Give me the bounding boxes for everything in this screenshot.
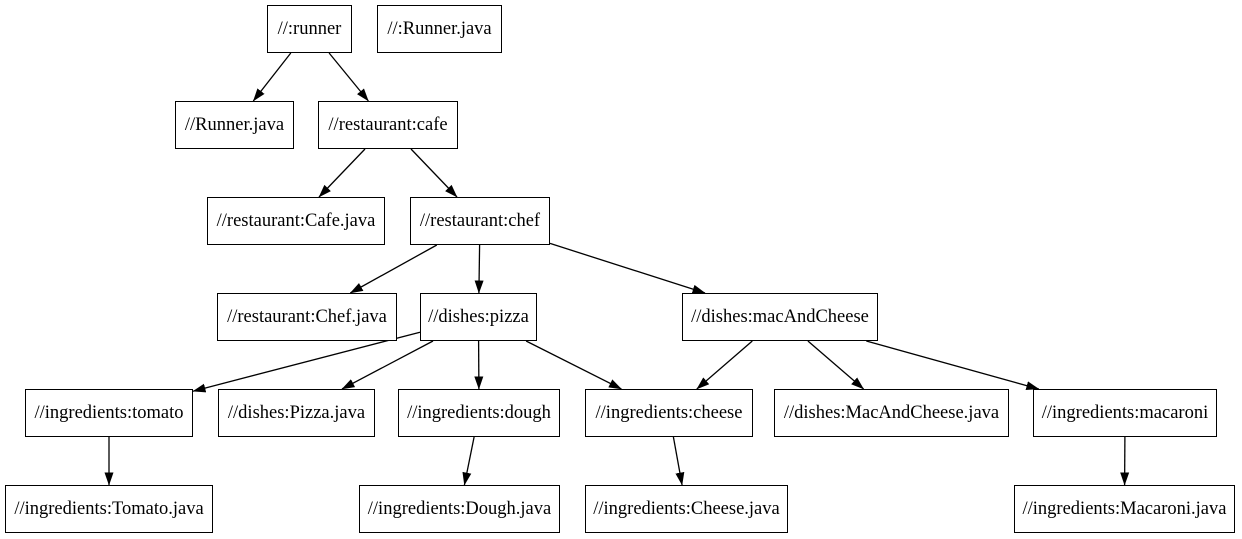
graph-node-cheese-java: //ingredients:Cheese.java <box>585 485 788 533</box>
graph-edge-cheese-to-cheese-java <box>672 436 685 486</box>
graph-edge-macandcheese-to-macandcheese-java <box>807 340 865 390</box>
graph-edge-pizza-to-cheese <box>525 340 622 390</box>
graph-edge-macandcheese-to-macaroni <box>866 340 1040 390</box>
graph-node-runner-java: //Runner.java <box>175 101 294 149</box>
graph-edge-runner-to-cafe <box>328 52 369 102</box>
graph-node-tomato: //ingredients:tomato <box>25 389 193 437</box>
graph-edges <box>104 52 1130 486</box>
graph-node-macandcheese-java: //dishes:MacAndCheese.java <box>774 389 1009 437</box>
graph-node-cheese: //ingredients:cheese <box>585 389 753 437</box>
graph-edge-pizza-to-tomato <box>192 331 421 393</box>
graph-node-pizza-java: //dishes:Pizza.java <box>218 389 375 437</box>
graph-node-runner-java-target: //:Runner.java <box>377 5 502 53</box>
graph-edge-chef-to-macandcheese <box>549 242 706 294</box>
graph-edge-dough-to-dough-java <box>462 436 475 486</box>
graph-edge-chef-to-pizza <box>474 244 484 294</box>
graph-node-macaroni-java: //ingredients:Macaroni.java <box>1014 485 1235 533</box>
graph-node-runner: //:runner <box>267 5 352 53</box>
graph-edge-macandcheese-to-cheese <box>696 340 753 390</box>
graph-node-macaroni: //ingredients:macaroni <box>1033 389 1217 437</box>
graph-node-pizza: //dishes:pizza <box>420 293 537 341</box>
graph-node-dough: //ingredients:dough <box>398 389 560 437</box>
graph-edge-cafe-to-cafe-java <box>318 148 366 198</box>
graph-edge-cafe-to-chef <box>410 148 458 198</box>
graph-node-dough-java: //ingredients:Dough.java <box>359 485 560 533</box>
graph-edge-chef-to-chef-java <box>349 244 438 294</box>
graph-node-macandcheese: //dishes:macAndCheese <box>682 293 878 341</box>
graph-node-tomato-java: //ingredients:Tomato.java <box>5 485 213 533</box>
graph-node-chef: //restaurant:chef <box>410 197 550 245</box>
graph-edge-runner-to-runner-java <box>252 52 292 102</box>
graph-node-cafe: //restaurant:cafe <box>318 101 458 149</box>
graph-node-chef-java: //restaurant:Chef.java <box>217 293 397 341</box>
graph-node-cafe-java: //restaurant:Cafe.java <box>207 197 385 245</box>
graph-edge-pizza-to-pizza-java <box>341 340 434 390</box>
